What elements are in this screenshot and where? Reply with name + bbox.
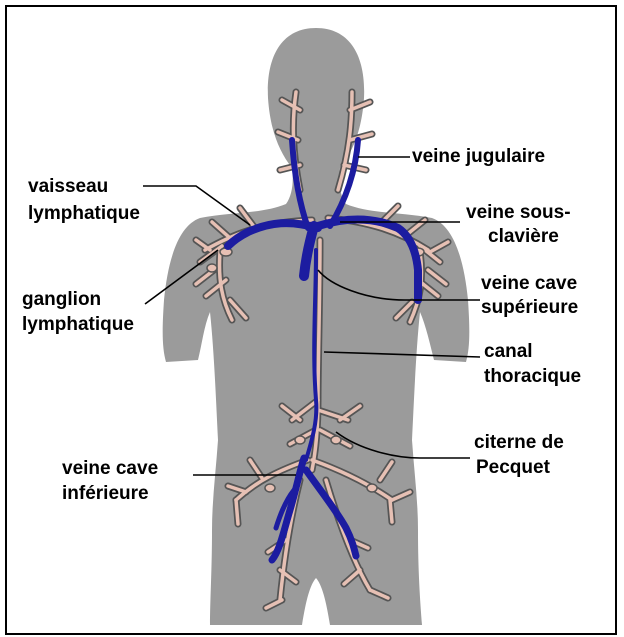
label-citerne-pecquet-line2: Pecquet [476, 457, 550, 479]
label-canal-thoracique-line1: canal [484, 341, 533, 363]
label-veine-sous-claviere-line2: clavière [488, 226, 559, 248]
label-veine-cave-inf-line1: veine cave [62, 458, 158, 480]
label-veine-cave-sup-line2: supérieure [481, 297, 578, 319]
label-citerne-pecquet-line1: citerne de [474, 432, 564, 454]
label-veine-cave-inf-line2: inférieure [62, 483, 149, 505]
label-canal-thoracique-line2: thoracique [484, 366, 581, 388]
label-ganglion-lymphatique-line2: lymphatique [22, 314, 134, 336]
label-veine-cave-sup-line1: veine cave [481, 273, 577, 295]
label-veine-sous-claviere-line1: veine sous- [466, 202, 571, 224]
label-vaisseau-lymphatique-line1: vaisseau [28, 176, 108, 198]
label-ganglion-lymphatique-line1: ganglion [22, 289, 101, 311]
label-veine-jugulaire: veine jugulaire [412, 146, 545, 168]
label-vaisseau-lymphatique-line2: lymphatique [28, 203, 140, 225]
